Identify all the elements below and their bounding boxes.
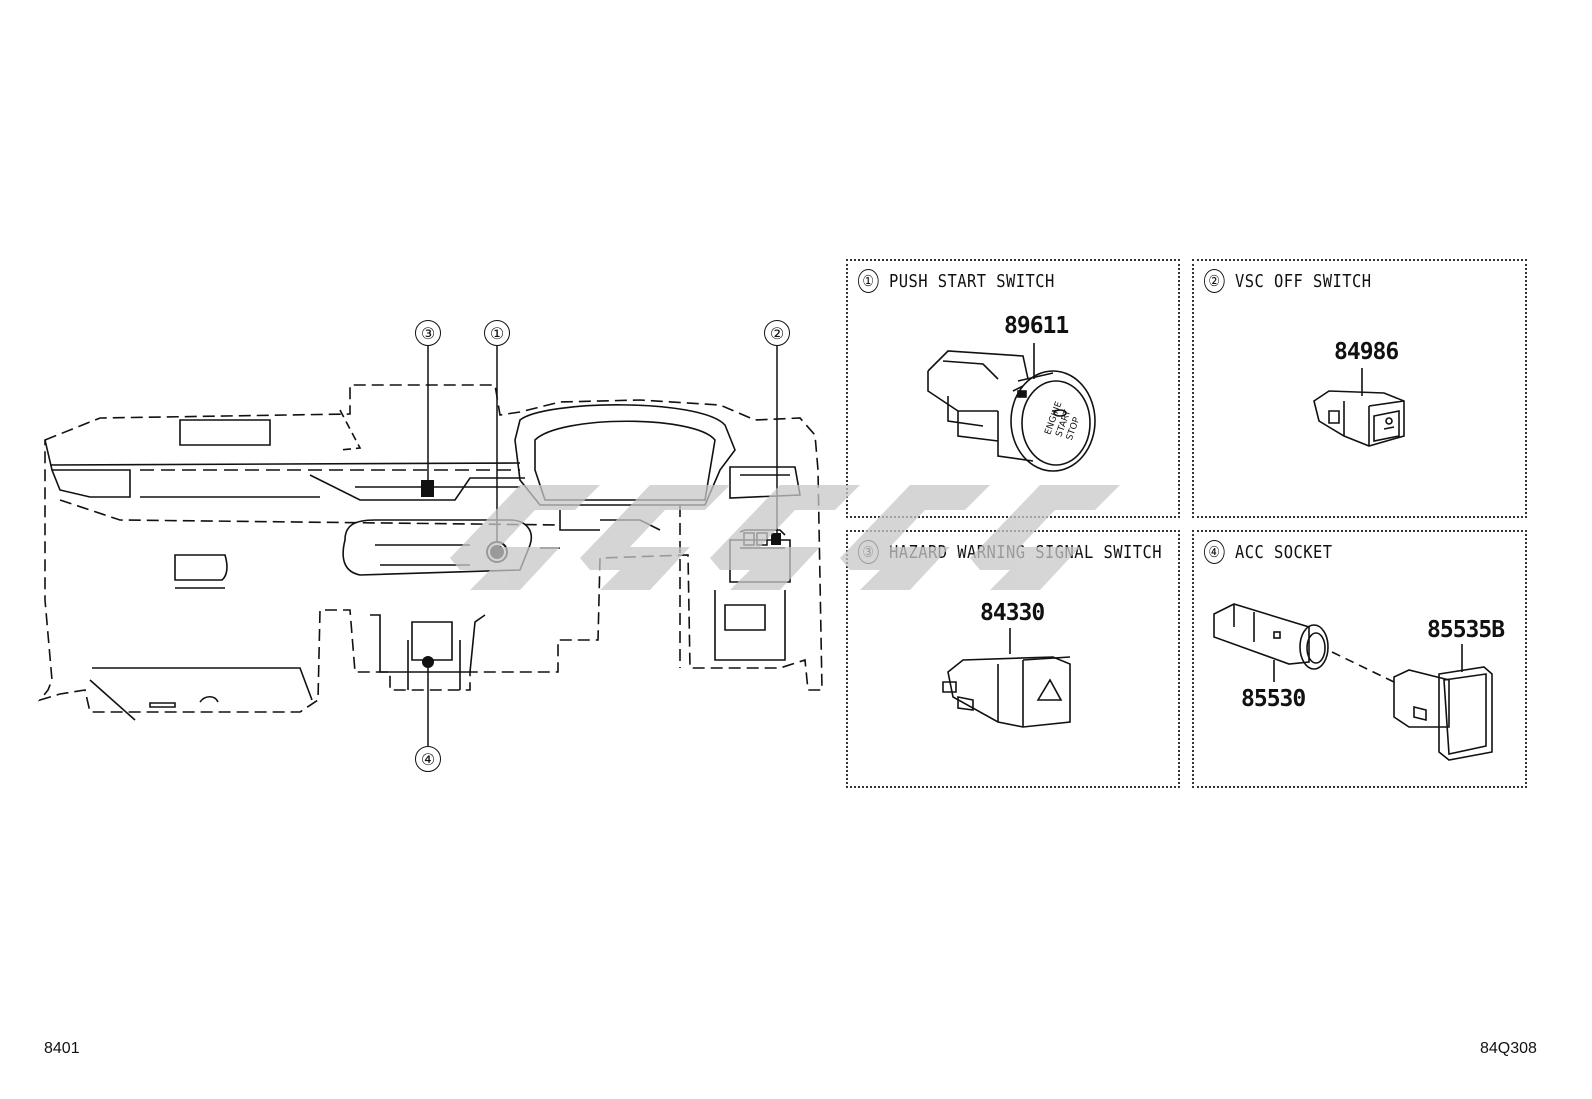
panel-title: ② VSC OFF SWITCH <box>1204 269 1371 293</box>
part-number-85530: 85530 <box>1241 686 1306 712</box>
panel-title: ④ ACC SOCKET <box>1204 540 1332 564</box>
panel-number: ④ <box>1204 540 1225 564</box>
panel-title-text: VSC OFF SWITCH <box>1234 270 1372 292</box>
panel-title-text: PUSH START SWITCH <box>888 270 1055 292</box>
panel-push-start-switch: ① PUSH START SWITCH 89611 ENGINE START S… <box>846 259 1180 518</box>
vsc-off-switch-icon <box>1313 368 1405 447</box>
panel-number: ② <box>1204 269 1225 293</box>
part-number-85535b: 85535B <box>1427 617 1505 643</box>
acc-socket-icon <box>1213 603 1493 761</box>
footer-left-code: 8401 <box>44 1040 80 1057</box>
panel-acc-socket: ④ ACC SOCKET 85535B 85530 <box>1192 530 1527 788</box>
panel-number: ① <box>858 269 879 293</box>
part-number-84330: 84330 <box>980 600 1045 626</box>
part-number-89611: 89611 <box>1004 313 1069 339</box>
part-number-84986: 84986 <box>1334 339 1399 365</box>
panel-title-text: ACC SOCKET <box>1234 541 1333 563</box>
callout-1: ① <box>484 320 510 346</box>
hazard-switch-icon <box>942 628 1071 728</box>
panel-vsc-off-switch: ② VSC OFF SWITCH 84986 <box>1192 259 1527 518</box>
callout-3: ③ <box>415 320 441 346</box>
footer-right-code: 84Q308 <box>1480 1040 1537 1057</box>
push-start-switch-icon: ENGINE START STOP <box>927 343 1096 472</box>
callout-2: ② <box>764 320 790 346</box>
panel-title: ① PUSH START SWITCH <box>858 269 1055 293</box>
callout-4: ④ <box>415 746 441 772</box>
